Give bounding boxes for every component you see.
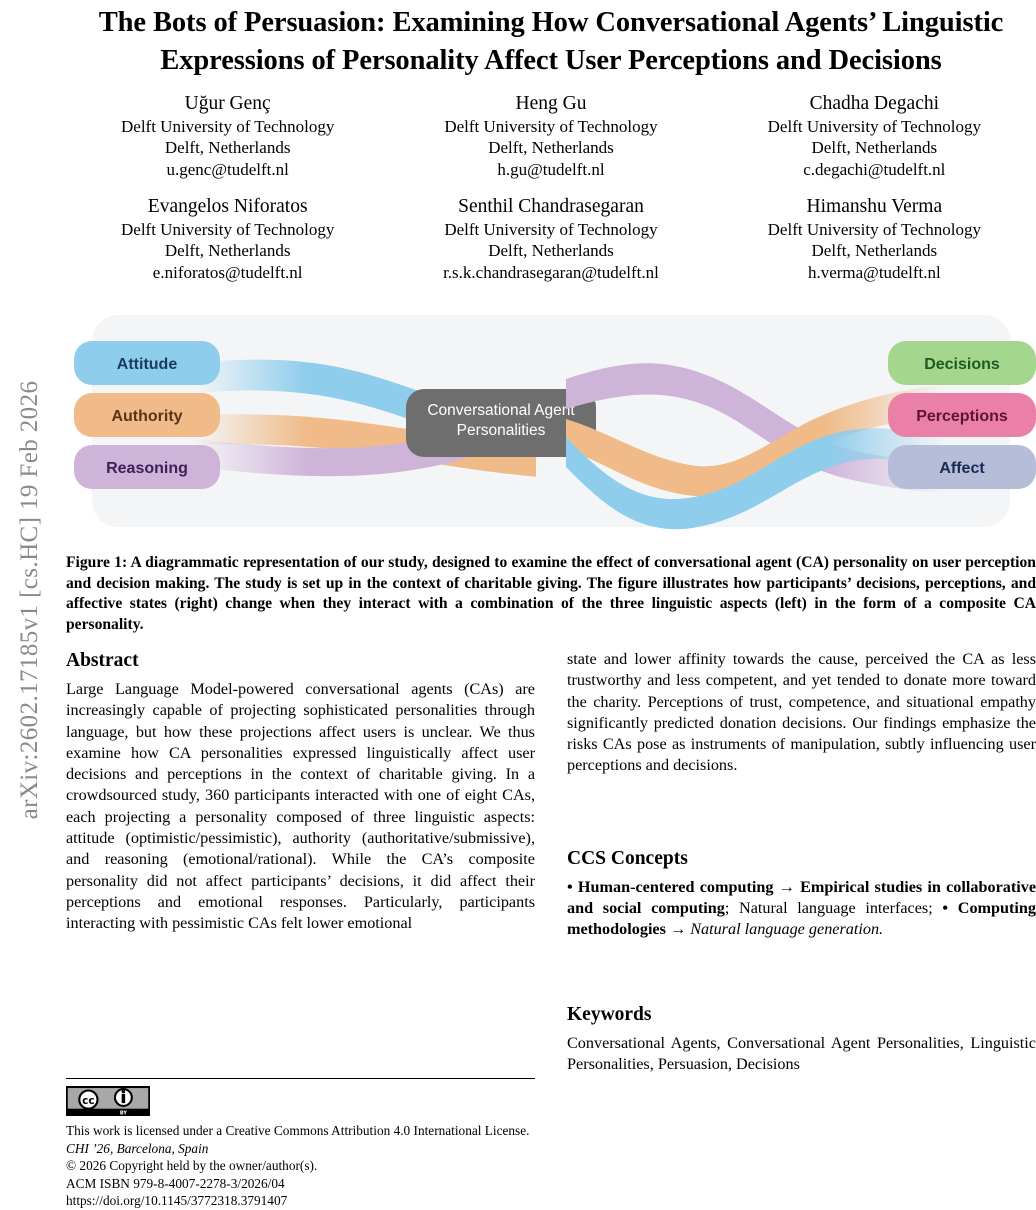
ribbon-attitude-left: [196, 359, 536, 459]
figure-1-diagram: Conversational Agent Personalities Attit…: [74, 315, 1036, 530]
abstract-text-right: state and lower affinity towards the cau…: [567, 650, 1036, 775]
ccs-item1-plain: ; Natural language interfaces;: [724, 899, 933, 918]
author-entry: Himanshu Verma Delft University of Techn…: [713, 196, 1036, 283]
doi-line[interactable]: https://doi.org/10.1145/3772318.3791407: [66, 1193, 288, 1208]
author-email: r.s.k.chandrasegaran@tudelft.nl: [443, 262, 659, 282]
author-entry: Chadha Degachi Delft University of Techn…: [713, 93, 1036, 180]
abstract-text-left: Large Language Model-powered conversatio…: [66, 680, 535, 933]
chip-perceptions[interactable]: Perceptions: [888, 393, 1036, 437]
chip-reasoning[interactable]: Reasoning: [74, 445, 220, 489]
arxiv-stamp: arXiv:2602.17185v1 [cs.HC] 19 Feb 2026: [0, 0, 60, 1200]
author-entry: Uğur Genç Delft University of Technology…: [66, 93, 389, 180]
figure-right-labels: Decisions Perceptions Affect: [888, 341, 1036, 489]
author-name: Chadha Degachi: [809, 93, 940, 114]
author-name: Himanshu Verma: [806, 196, 943, 217]
isbn-line: ACM ISBN 979-8-4007-2278-3/2026/04: [66, 1175, 285, 1191]
author-block: Uğur Genç Delft University of Technology…: [66, 93, 1036, 283]
author-city: Delft, Netherlands: [811, 138, 938, 157]
author-city: Delft, Netherlands: [164, 241, 291, 260]
chip-reasoning-label: Reasoning: [106, 460, 188, 477]
paper-page: The Bots of Persuasion: Examining How Co…: [66, 0, 1036, 1200]
ccs-heading: CCS Concepts: [567, 847, 688, 869]
author-affiliation: Delft University of Technology: [444, 219, 658, 239]
ccs-item2-bold: Computing methodologies: [567, 899, 1036, 939]
author-name: Heng Gu: [515, 93, 587, 114]
ribbon-attitude-right: [566, 428, 946, 530]
copyright-divider: [66, 1078, 535, 1079]
author-entry: Evangelos Niforatos Delft University of …: [66, 196, 389, 283]
copyright-line: © 2026 Copyright held by the owner/autho…: [66, 1158, 318, 1173]
author-email: h.verma@tudelft.nl: [807, 262, 941, 282]
chip-attitude-label: Attitude: [117, 356, 178, 373]
cc-glyph: cc: [82, 1095, 94, 1107]
chip-perceptions-label: Perceptions: [916, 408, 1008, 425]
center-node-line1: Conversational Agent: [427, 402, 575, 419]
arxiv-stamp-text: arXiv:2602.17185v1 [cs.HC] 19 Feb 2026: [16, 380, 43, 820]
creative-commons-badge-icon: cc BY: [66, 1086, 150, 1116]
author-affiliation: Delft University of Technology: [767, 219, 981, 239]
author-email: u.genc@tudelft.nl: [166, 159, 289, 179]
author-name: Uğur Genç: [184, 93, 271, 114]
author-affiliation: Delft University of Technology: [121, 219, 335, 239]
figure-center-node: Conversational Agent Personalities: [406, 389, 596, 457]
left-column: Abstract Large Language Model-powered co…: [66, 649, 535, 1075]
chip-attitude[interactable]: Attitude: [74, 341, 220, 385]
author-city: Delft, Netherlands: [164, 138, 291, 157]
author-city: Delft, Netherlands: [488, 138, 614, 157]
author-email: h.gu@tudelft.nl: [497, 159, 605, 179]
chip-authority[interactable]: Authority: [74, 393, 220, 437]
chip-affect-label: Affect: [939, 460, 985, 477]
author-entry: Senthil Chandrasegaran Delft University …: [389, 196, 712, 283]
keywords-heading: Keywords: [567, 1003, 652, 1025]
author-entry: Heng Gu Delft University of Technology D…: [389, 93, 712, 180]
center-node-line2: Personalities: [457, 422, 546, 439]
copyright-block: cc BY This work is licensed under a Crea…: [66, 1078, 535, 1210]
author-city: Delft, Netherlands: [811, 241, 938, 260]
keywords-block: Keywords Conversational Agents, Conversa…: [567, 1003, 1036, 1076]
author-name: Evangelos Niforatos: [147, 196, 308, 217]
author-affiliation: Delft University of Technology: [767, 116, 981, 136]
author-affiliation: Delft University of Technology: [444, 116, 658, 136]
ribbon-group-right: [566, 363, 946, 530]
ccs-item1-bold-a: Human-centered computing: [577, 877, 774, 896]
ccs-arrow-1: →: [778, 877, 795, 896]
ccs-item2-italic: Natural language generation.: [690, 920, 884, 939]
keywords-text: Conversational Agents, Conversational Ag…: [567, 1033, 1036, 1073]
ccs-bullet-1: •: [567, 877, 573, 896]
ribbon-authority-right: [566, 385, 946, 497]
license-line: This work is licensed under a Creative C…: [66, 1123, 530, 1138]
ccs-bullet-2: •: [942, 899, 949, 918]
right-column: state and lower affinity towards the cau…: [567, 649, 1036, 1075]
ccs-text: • Human-centered computing → Empirical s…: [567, 877, 1036, 941]
figure-left-labels: Attitude Authority Reasoning: [74, 341, 220, 489]
page-title: The Bots of Persuasion: Examining How Co…: [98, 7, 1004, 76]
ccs-arrow-2: →: [669, 920, 687, 939]
ccs-concepts-block: CCS Concepts • Human-centered computing …: [567, 847, 1036, 941]
body-columns: Abstract Large Language Model-powered co…: [66, 649, 1036, 1075]
chip-decisions-label: Decisions: [924, 356, 1000, 373]
figure-1: Conversational Agent Personalities Attit…: [66, 311, 1036, 539]
author-email: c.degachi@tudelft.nl: [803, 159, 946, 179]
venue-line: CHI ’26, Barcelona, Spain: [66, 1140, 209, 1156]
chip-authority-label: Authority: [111, 408, 182, 425]
chip-affect[interactable]: Affect: [888, 445, 1036, 489]
ccs-item1-bold-b: Empirical studies in collaborative and s…: [567, 877, 1036, 918]
author-city: Delft, Netherlands: [488, 241, 614, 260]
abstract-heading: Abstract: [66, 650, 139, 671]
author-name: Senthil Chandrasegaran: [458, 196, 644, 217]
author-email: e.niforatos@tudelft.nl: [152, 262, 303, 282]
figure-caption: Figure 1: A diagrammatic representation …: [66, 554, 1036, 633]
chip-decisions[interactable]: Decisions: [888, 341, 1036, 385]
author-affiliation: Delft University of Technology: [121, 116, 335, 136]
cc-by-glyph: BY: [120, 1110, 127, 1116]
